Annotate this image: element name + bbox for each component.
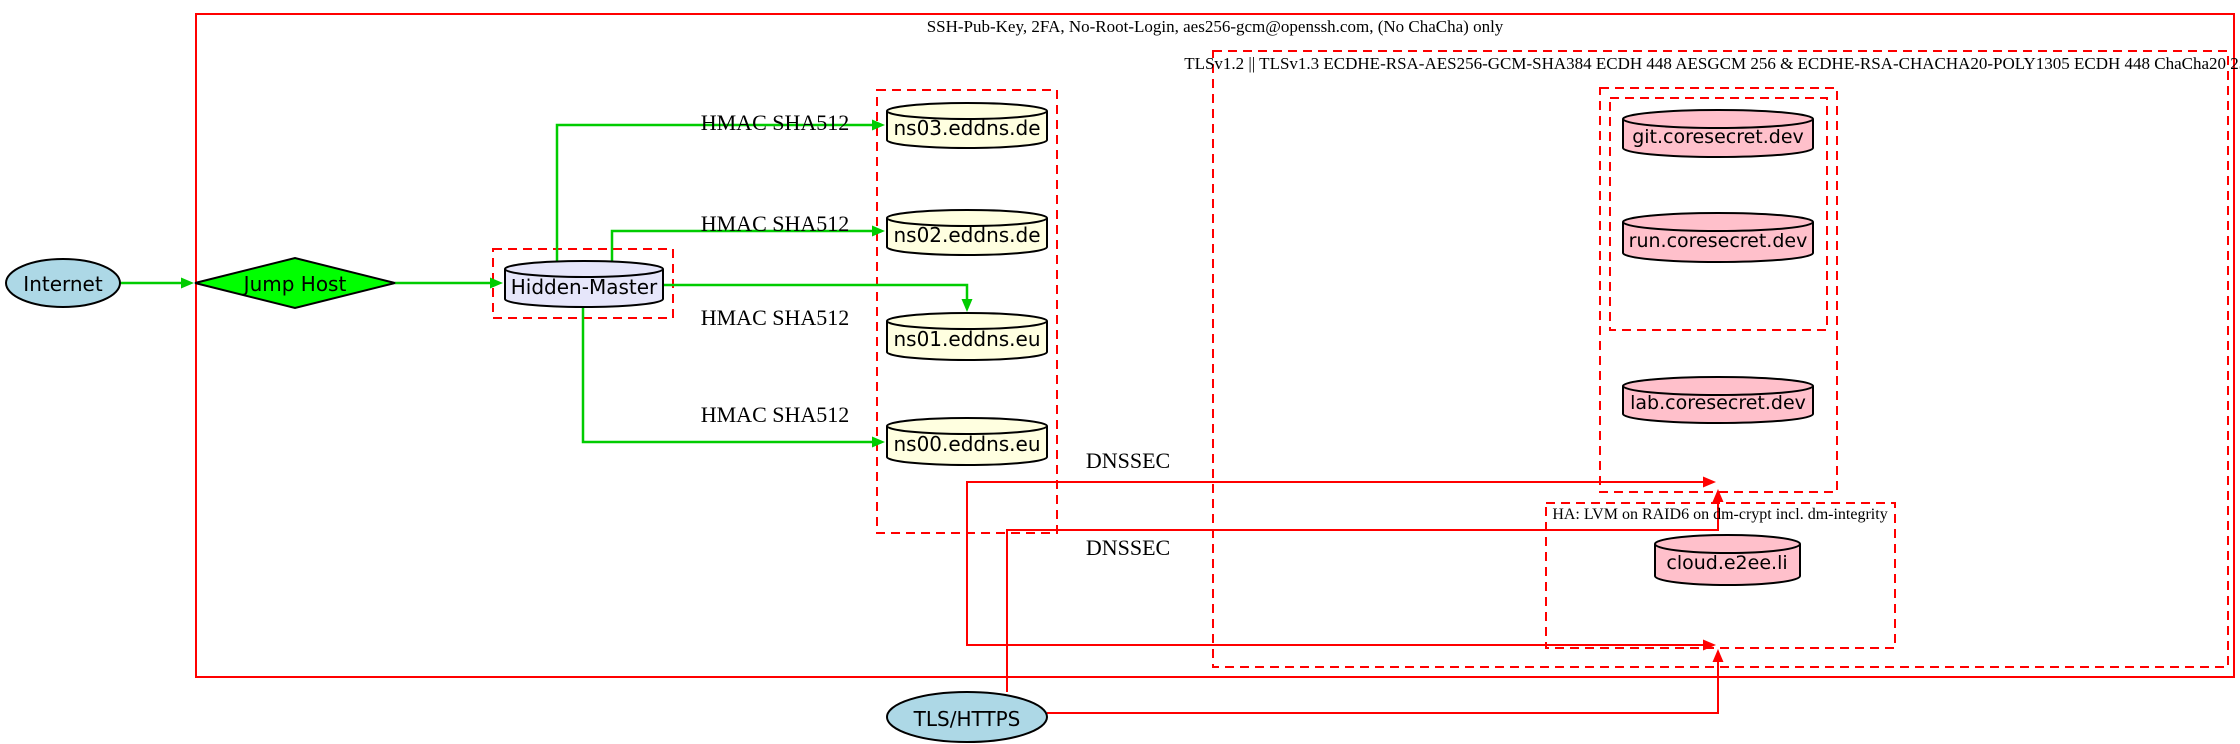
cloud-node <box>1654 534 1801 586</box>
internet-label: Internet <box>23 272 103 296</box>
ns00-label: ns00.eddns.eu <box>893 432 1041 456</box>
ha-cluster-box <box>1545 502 1896 649</box>
ns03-label: ns03.eddns.de <box>893 116 1041 140</box>
hidden-master-label: Hidden-Master <box>510 275 658 299</box>
arrowhead-ns03 <box>872 119 885 131</box>
arrowhead-coresecret-bottom <box>1712 489 1724 502</box>
run-label: run.coresecret.dev <box>1628 230 1808 252</box>
edge-tlshttps-coresecret <box>1006 500 1719 692</box>
tls-cluster-label: TLSv1.2 || TLSv1.3 ECDHE-RSA-AES256-GCM-… <box>1184 54 2240 73</box>
coresecret-outer-cluster-box <box>1599 87 1838 493</box>
arrowhead-ns01 <box>961 299 973 312</box>
arrowhead-dnssec-upper <box>1703 476 1716 488</box>
hmac-sha512-label-2: HMAC SHA512 <box>700 211 850 236</box>
arrowhead-ns02 <box>872 225 885 237</box>
ns01-node <box>886 312 1048 361</box>
ha-cluster-label: HA: LVM on RAID6 on dm-crypt incl. dm-in… <box>1552 506 1888 523</box>
edge-hiddenmaster-ns00 <box>581 306 872 444</box>
hmac-sha512-label-1: HMAC SHA512 <box>700 110 850 135</box>
arrowhead-ha-bottom <box>1712 649 1724 662</box>
green-arrowheads <box>181 119 973 448</box>
arrowhead-ns00 <box>872 436 885 448</box>
ns01-label: ns01.eddns.eu <box>893 327 1041 351</box>
ns02-node <box>886 209 1048 256</box>
tls-cluster-box <box>1212 50 2229 668</box>
git-label: git.coresecret.dev <box>1632 126 1804 148</box>
arrowhead-hiddenmaster <box>490 277 503 289</box>
red-arrowheads <box>1703 476 1724 662</box>
lab-label: lab.coresecret.dev <box>1630 392 1806 414</box>
hidden-master-node <box>504 260 664 308</box>
edge-hiddenmaster-ns01 <box>663 283 969 300</box>
edge-tlshttps-ha <box>1047 660 1719 714</box>
run-node <box>1622 212 1814 263</box>
jump-host-node <box>194 256 396 310</box>
hmac-sha512-label-4: HMAC SHA512 <box>700 402 850 427</box>
coresecret-inner-cluster-box <box>1609 97 1828 331</box>
edge-hiddenmaster-ns02 <box>610 229 872 262</box>
arrowhead-jumphost <box>181 277 194 289</box>
ssh-cluster-box <box>195 13 2235 678</box>
edge-dnssec-loop <box>966 481 1704 646</box>
tls-https-label: TLS/HTTPS <box>913 707 1021 731</box>
green-edges <box>120 123 969 444</box>
hmac-sha512-label-3: HMAC SHA512 <box>700 305 850 330</box>
red-edges <box>966 481 1719 714</box>
ns02-label: ns02.eddns.de <box>893 223 1041 247</box>
jump-host-label: Jump Host <box>243 272 347 296</box>
lab-node <box>1622 376 1814 424</box>
arrowhead-dnssec-lower <box>1703 639 1716 651</box>
cloud-label: cloud.e2ee.li <box>1666 552 1788 574</box>
git-node <box>1622 109 1814 158</box>
ns03-node <box>886 102 1048 149</box>
ssh-cluster-label: SSH-Pub-Key, 2FA, No-Root-Login, aes256-… <box>926 17 1504 36</box>
ns00-node <box>886 417 1048 466</box>
edge-hiddenmaster-ns03 <box>555 123 872 262</box>
dnssec-label-2: DNSSEC <box>1085 535 1171 560</box>
internet-node <box>5 258 121 308</box>
tls-https-node <box>886 691 1048 743</box>
dnssec-label-1: DNSSEC <box>1085 448 1171 473</box>
